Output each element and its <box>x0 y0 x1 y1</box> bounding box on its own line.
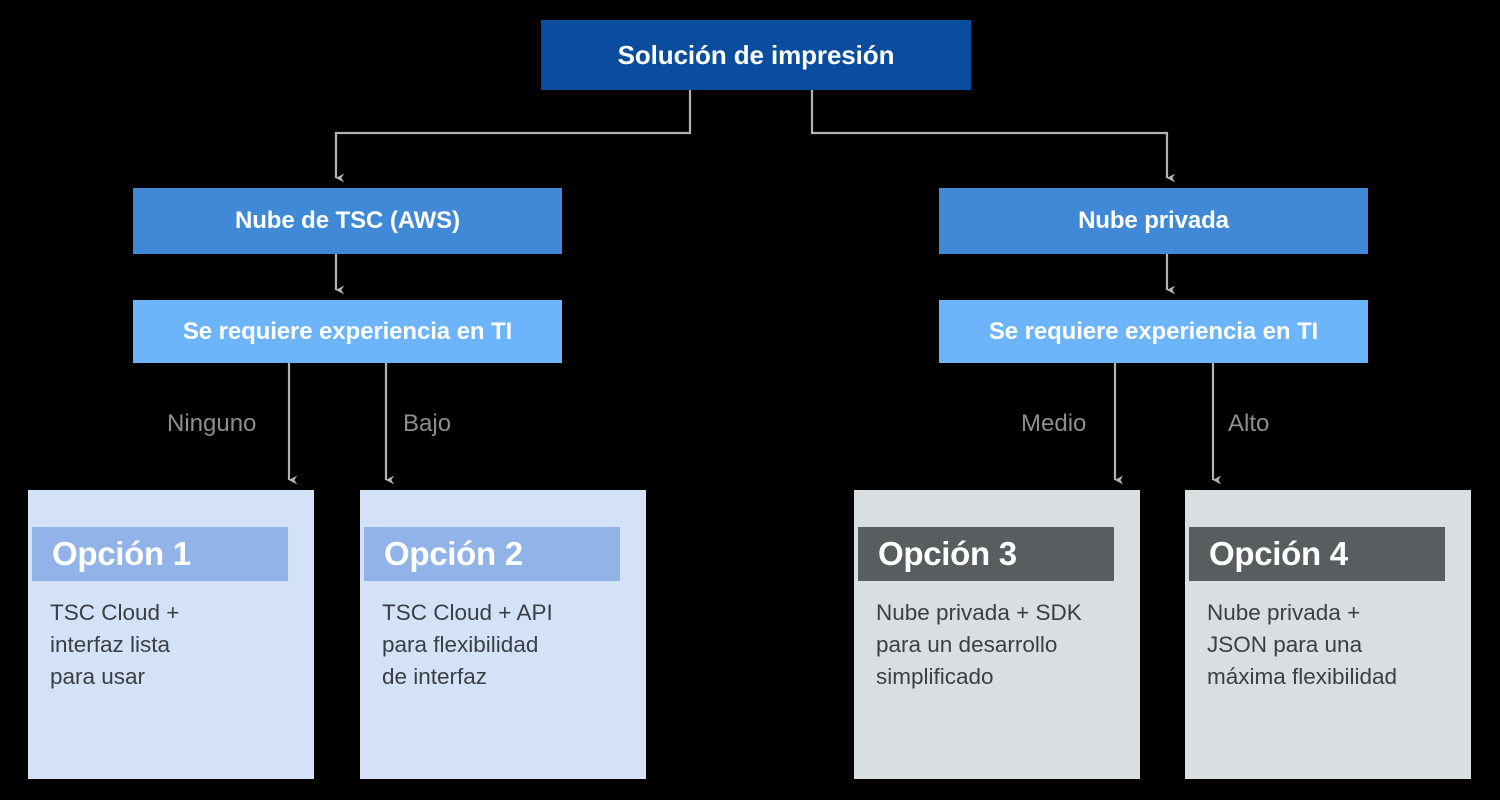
node-platform-private-cloud[interactable]: Nube privada <box>939 188 1368 254</box>
node-root-label: Solución de impresión <box>617 39 895 70</box>
node-platform-tsc-cloud[interactable]: Nube de TSC (AWS) <box>133 188 562 254</box>
option-card-1[interactable]: Opción 1 TSC Cloud + interfaz lista para… <box>28 490 314 779</box>
node-criterion-right-label: Se requiere experiencia en TI <box>988 317 1319 345</box>
node-criterion-right[interactable]: Se requiere experiencia en TI <box>939 300 1368 363</box>
node-platform-private-cloud-label: Nube privada <box>1078 207 1229 234</box>
connector-root-to-left <box>334 90 692 183</box>
option-card-3-description: Nube privada + SDK para un desarrollo si… <box>876 600 1082 689</box>
edge-label-ninguno: Ninguno <box>167 410 257 437</box>
option-card-2-title: Opción 2 <box>364 527 620 581</box>
node-criterion-left-label: Se requiere experiencia en TI <box>182 317 513 345</box>
node-root[interactable]: Solución de impresión <box>541 20 971 90</box>
option-card-4[interactable]: Opción 4 Nube privada + JSON para una má… <box>1185 490 1471 779</box>
option-card-3[interactable]: Opción 3 Nube privada + SDK para un desa… <box>854 490 1140 779</box>
connector-root-to-right <box>810 90 1176 183</box>
node-criterion-left[interactable]: Se requiere experiencia en TI <box>133 300 562 363</box>
option-card-1-description: TSC Cloud + interfaz lista para usar <box>50 600 180 689</box>
option-card-1-title: Opción 1 <box>32 527 288 581</box>
node-platform-tsc-cloud-label: Nube de TSC (AWS) <box>235 207 460 234</box>
option-card-2-description: TSC Cloud + API para flexibilidad de int… <box>382 600 553 689</box>
option-card-4-description: Nube privada + JSON para una máxima flex… <box>1207 600 1398 689</box>
edge-label-alto: Alto <box>1228 410 1270 437</box>
option-card-4-title: Opción 4 <box>1189 527 1445 581</box>
option-card-2[interactable]: Opción 2 TSC Cloud + API para flexibilid… <box>360 490 646 779</box>
edge-label-bajo: Bajo <box>403 410 452 437</box>
edge-label-medio: Medio <box>1021 410 1087 437</box>
option-card-3-title: Opción 3 <box>858 527 1114 581</box>
